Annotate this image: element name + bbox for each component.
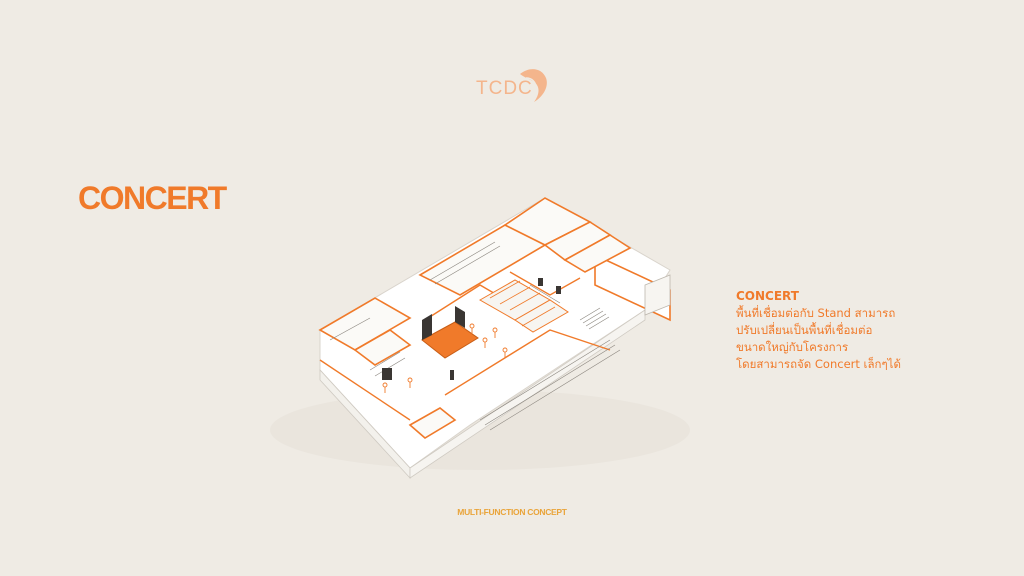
description-line: โดยสามารถจัด Concert เล็กๆได้ [736,357,901,371]
description-title: CONCERT [736,289,799,303]
tcdc-logo: TCDC [468,64,558,108]
concert-description: CONCERT พื้นที่เชื่อมต่อกับ Stand สามารถ… [736,288,936,373]
bird-logo-icon [520,69,547,102]
description-line: พื้นที่เชื่อมต่อกับ Stand สามารถ [736,306,896,320]
isometric-floor-plan [270,197,690,480]
caption: MULTI-FUNCTION CONCEPT [457,507,567,517]
logo-text: TCDC [476,78,533,99]
page-title: CONCERT [78,180,227,216]
description-line: ขนาดใหญ่กับโครงการ [736,340,849,354]
description-line: ปรับเปลี่ยนเป็นพื้นที่เชื่อมต่อ [736,323,873,337]
